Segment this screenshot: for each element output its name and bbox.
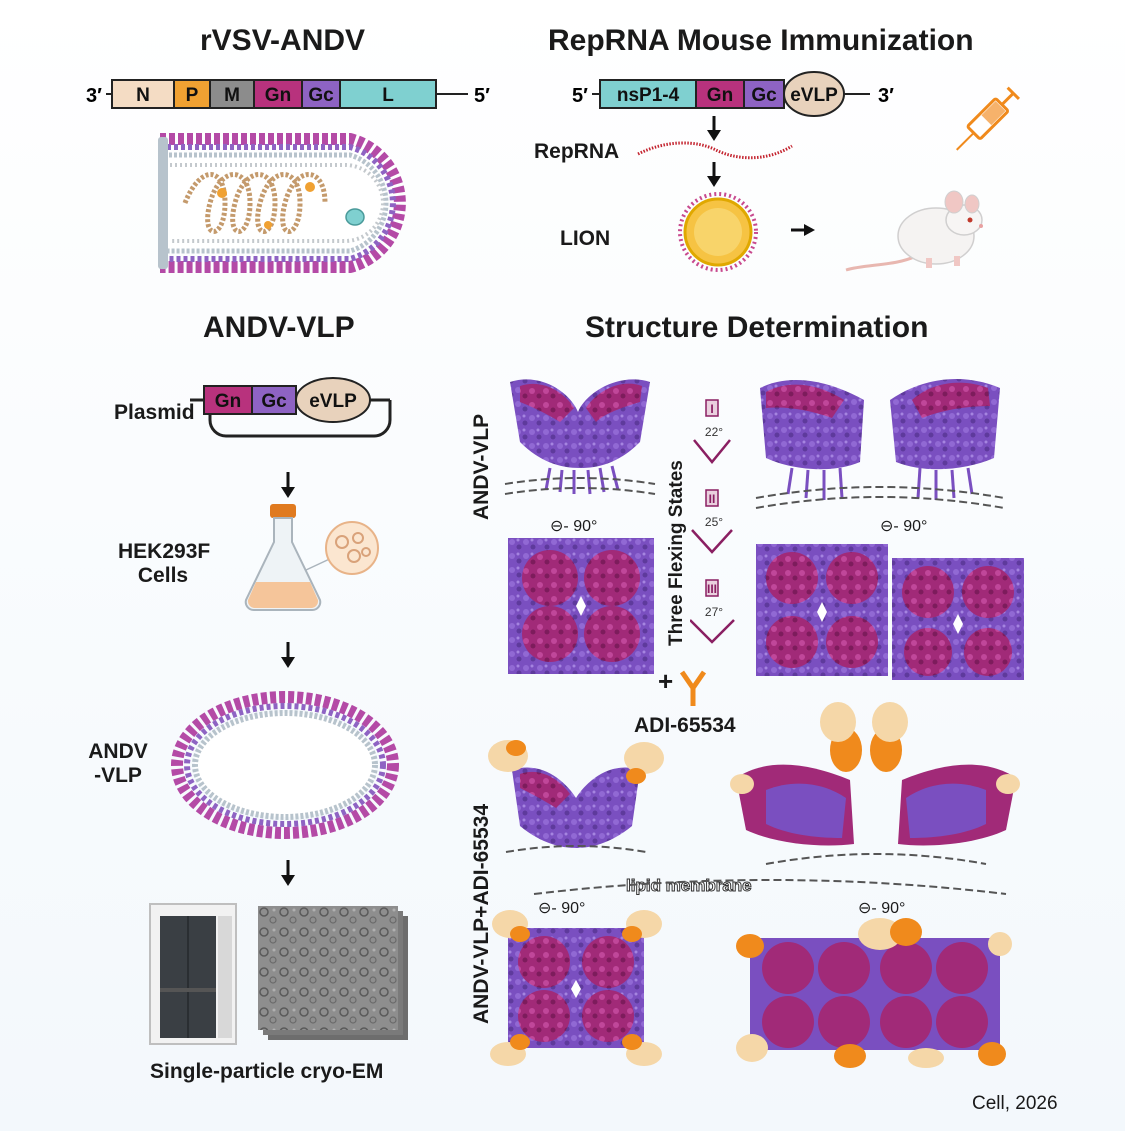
construct-5prime-label: 5′ — [572, 85, 588, 107]
lipid-membrane-arc — [530, 860, 1010, 905]
workflow-arrow-3 — [278, 858, 298, 893]
cryo-em-micrograph — [258, 906, 410, 1047]
rotate-icon: ⊖- — [538, 900, 557, 917]
lion-to-mouse-arrow — [790, 222, 816, 243]
structure-row1-label: ANDV-VLP — [470, 413, 493, 520]
lion-label: LION — [560, 227, 611, 250]
vlp-label: ANDV -VLP — [78, 740, 158, 788]
reprna-gene-nsp14 — [599, 79, 697, 109]
reprna-arrow-2 — [704, 160, 724, 193]
vlp-dimer-top-view — [756, 540, 1026, 685]
rotation-marker-row2-right: ⊖- 90° — [858, 898, 905, 918]
title-structure-determination: Structure Determination — [585, 311, 929, 344]
rotation-angle-row1-right: 90° — [903, 518, 928, 535]
flex-state-roman: III — [707, 582, 717, 596]
cells-label-line1: HEK293F — [118, 540, 211, 563]
reprna-gene-evlp — [783, 71, 845, 117]
rotate-icon: ⊖- — [880, 518, 899, 535]
reprna-gene-label: nsP1-4 — [617, 85, 680, 106]
plasmid-gene-label: Gc — [261, 391, 287, 412]
rotation-angle-row2-right: 90° — [881, 900, 906, 917]
cells-label: HEK293F Cells — [118, 540, 211, 588]
reprna-gene-gc — [743, 79, 785, 109]
flex-state-roman: II — [709, 492, 716, 506]
rvsv-gene-label: M — [224, 85, 240, 106]
plasmid-label: Plasmid — [114, 401, 195, 424]
plasmid-gene-evlp — [295, 377, 371, 423]
flex-state-angle-glyph — [693, 439, 731, 464]
rotate-icon: ⊖- — [550, 518, 569, 535]
complex-tetramer-top-view — [486, 908, 666, 1073]
rotation-marker-row1-right: ⊖- 90° — [880, 516, 927, 536]
rotation-angle-row2-left: 90° — [561, 900, 586, 917]
cryo-em-microscope-icon — [148, 900, 244, 1055]
antibody-icon — [678, 668, 708, 713]
cells-label-line2: Cells — [137, 564, 189, 587]
flex-state-angle-glyph — [689, 619, 735, 644]
plasmid-map: Gn Gc eVLP — [180, 360, 410, 450]
antibody-label: ADI-65534 — [634, 714, 736, 737]
rvsv-gene-m — [209, 79, 255, 109]
flex-state-badge — [705, 399, 719, 417]
vlp-tetramer-side-view — [500, 372, 660, 517]
vlp-tetramer-top-view — [508, 538, 654, 679]
vlp-label-line1: ANDV — [88, 740, 148, 763]
complex-tetramer-side-view — [486, 734, 666, 869]
reprna-gene-label: Gn — [707, 85, 733, 106]
rvsv-gene-label: P — [186, 85, 199, 106]
vlp-dimer-side-view — [752, 370, 1008, 525]
reprna-gene-label: Gc — [751, 85, 777, 106]
rvsv-gene-l — [339, 79, 437, 109]
reprna-gene-label: eVLP — [790, 85, 838, 106]
title-rvsv-andv: rVSV-ANDV — [200, 24, 366, 57]
construct-3prime-label: 3′ — [878, 85, 894, 107]
flex-state-roman: I — [710, 402, 713, 416]
rvsv-virion-illustration — [140, 125, 440, 280]
syringe-icon — [940, 78, 1030, 173]
flexing-states-panel: I 22° II 25° III 27° — [689, 396, 750, 671]
antibody-plus-sign: + — [658, 666, 674, 696]
plasmid-gene-label: eVLP — [309, 391, 357, 412]
reprna-gene-gn — [695, 79, 745, 109]
rvsv-gene-label: L — [382, 85, 394, 106]
plasmid-gene-label: Gn — [215, 391, 241, 412]
rotate-icon: ⊖- — [858, 900, 877, 917]
genome-5prime-label: 5′ — [474, 85, 490, 107]
rvsv-genome-map: 3′ N P M Gn Gc L 5′ — [82, 76, 502, 112]
lion-nanoparticle-icon — [676, 190, 760, 279]
flex-state-badge — [705, 489, 719, 507]
flex-state-angle-glyph — [691, 529, 733, 554]
title-reprna-immunization: RepRNA Mouse Immunization — [548, 24, 974, 57]
genome-3prime-label: 3′ — [86, 85, 102, 107]
workflow-arrow-2 — [278, 640, 298, 675]
reprna-arrow-1 — [704, 114, 724, 147]
culture-flask-icon — [236, 500, 386, 625]
citation: Cell, 2026 — [972, 1093, 1058, 1114]
flex-state-angle: 22° — [705, 425, 723, 439]
flex-state-angle: 25° — [705, 515, 723, 529]
mouse-illustration — [836, 176, 986, 281]
title-andv-vlp: ANDV-VLP — [203, 311, 355, 344]
rvsv-gene-label: Gn — [265, 85, 291, 106]
workflow-arrow-1 — [278, 470, 298, 505]
complex-dimer-side-view — [726, 698, 1026, 873]
rvsv-gene-label: Gc — [308, 85, 334, 106]
antibody-addition-marker: + — [658, 666, 673, 697]
vlp-particle-illustration — [170, 690, 400, 845]
rotation-marker-row2-left: ⊖- 90° — [538, 898, 585, 918]
complex-dimer-top-view — [730, 910, 1020, 1075]
cryoem-label: Single-particle cryo-EM — [150, 1060, 384, 1083]
rotation-marker-row1-left: ⊖- 90° — [550, 516, 597, 536]
flex-state-angle: 27° — [705, 605, 723, 619]
reprna-label: RepRNA — [534, 140, 620, 163]
vlp-label-line2: -VLP — [94, 764, 142, 787]
rotation-angle-row1-left: 90° — [573, 518, 598, 535]
rvsv-gene-label: N — [136, 85, 150, 106]
flex-state-badge — [705, 579, 719, 597]
flexing-states-label: Three Flexing States — [666, 460, 687, 646]
